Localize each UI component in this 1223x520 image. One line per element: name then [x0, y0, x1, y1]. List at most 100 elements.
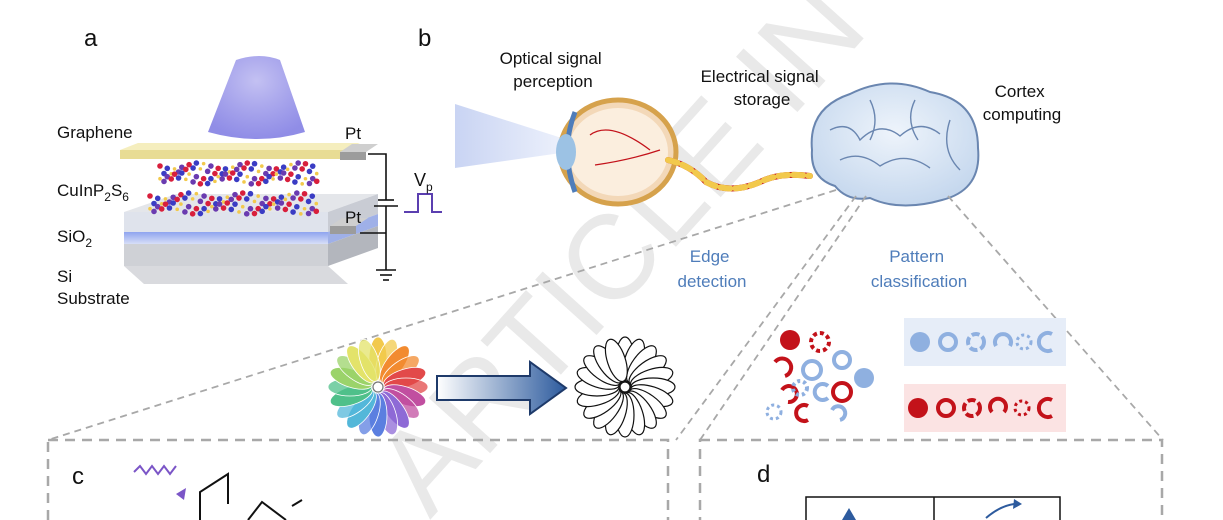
cips-atom	[164, 165, 171, 172]
cips-atom	[255, 180, 262, 187]
cips-atom	[278, 200, 285, 206]
cips-atom	[201, 193, 207, 199]
substrate-label: Substrate	[57, 289, 130, 308]
cips-atom	[148, 206, 152, 211]
cips-label: CuInP2S6	[57, 181, 129, 204]
cips-atom	[206, 209, 210, 214]
cips-atom	[285, 167, 290, 172]
cips-atom	[226, 175, 233, 181]
cips-atom	[290, 209, 296, 215]
cips-atom	[242, 180, 246, 184]
cips-atom	[299, 166, 305, 172]
flower-center	[619, 381, 631, 393]
bottom-pt-electrode	[330, 218, 368, 234]
cips-atom	[193, 160, 200, 166]
cips-atom	[190, 197, 195, 201]
cips-atom	[216, 174, 220, 179]
cips-atom	[251, 210, 258, 217]
light-wave-icon	[133, 464, 186, 500]
cips-atom	[237, 210, 241, 214]
cips-atom	[295, 173, 301, 180]
brain-icon	[810, 82, 980, 207]
cips-atom	[247, 205, 254, 212]
cips-atom	[204, 168, 211, 175]
voltage-pulse-icon	[404, 193, 442, 213]
cips-atom	[205, 200, 211, 207]
cips-atom	[208, 163, 214, 169]
panel-d-frame	[698, 438, 1164, 520]
cips-atom	[182, 195, 188, 201]
cips-atom	[295, 160, 301, 166]
cips-atom	[306, 180, 313, 187]
cips-atom	[277, 175, 284, 181]
cips-atom	[185, 190, 192, 196]
cips-atom	[186, 161, 192, 168]
flower-petal	[604, 338, 628, 383]
cips-atom	[154, 195, 161, 202]
cips-atom	[212, 170, 218, 177]
cips-atom	[179, 202, 183, 206]
panel-label-c: c	[72, 463, 84, 490]
transform-arrow	[436, 360, 568, 416]
si-label: Si	[57, 267, 72, 286]
cips-atom	[263, 203, 269, 210]
cips-atom	[248, 181, 255, 187]
cips-atom	[289, 162, 293, 167]
light-beam	[455, 104, 568, 168]
sio2-label: SiO2	[57, 227, 92, 250]
cips-atom	[309, 193, 316, 199]
vp-label: Vp	[414, 170, 433, 194]
cips-atom	[209, 195, 215, 202]
cips-atom	[170, 200, 176, 206]
cips-atom	[222, 166, 229, 172]
cips-atom	[259, 208, 265, 215]
cips-atom	[147, 193, 153, 199]
cips-atom	[168, 176, 175, 182]
circuit	[360, 153, 398, 281]
cips-atom	[220, 205, 227, 211]
cips-atom	[282, 206, 289, 213]
cips-atom	[232, 201, 238, 207]
cips-atom	[183, 166, 189, 173]
cips-atom	[151, 200, 157, 207]
cips-atom	[232, 191, 238, 198]
cips-atom	[283, 197, 288, 202]
cips-atom	[243, 211, 250, 217]
cips-atom	[197, 210, 204, 217]
cips-atom	[298, 196, 304, 202]
cips-atom	[200, 175, 207, 182]
cips-atom	[172, 167, 177, 171]
cips-atom	[163, 197, 168, 201]
cips-atom	[260, 164, 264, 168]
cips-atom	[244, 160, 251, 166]
cortex-label: Cortex computing	[983, 82, 1061, 124]
cips-atom	[158, 206, 165, 212]
cips-atom	[219, 176, 225, 182]
flower-petal	[358, 338, 381, 382]
cips-atom	[157, 163, 163, 169]
cips-atom	[233, 176, 240, 183]
cips-atom	[274, 205, 281, 211]
cips-atom	[198, 167, 203, 171]
cips-atom	[190, 165, 196, 171]
cips-atom	[302, 160, 309, 167]
red-class-row	[904, 384, 1066, 432]
scattered-patterns	[765, 330, 874, 423]
panel-label-d: d	[757, 461, 770, 488]
panel-label-b: b	[418, 25, 431, 52]
cips-atom	[313, 208, 320, 215]
cips-atom	[178, 191, 184, 198]
graphene-label: Graphene	[57, 123, 133, 142]
cips-atom	[270, 171, 276, 177]
cips-atom	[240, 204, 245, 209]
electrical-label: Electrical signal storage	[701, 67, 824, 109]
cips-atom	[271, 177, 275, 181]
cips-atom	[159, 202, 164, 206]
cips-atom	[213, 179, 217, 184]
cips-atom	[309, 175, 316, 182]
cips-atom	[268, 207, 272, 211]
cips-atom	[259, 200, 265, 207]
cips-atom	[185, 203, 192, 210]
cips-atom	[233, 166, 240, 173]
